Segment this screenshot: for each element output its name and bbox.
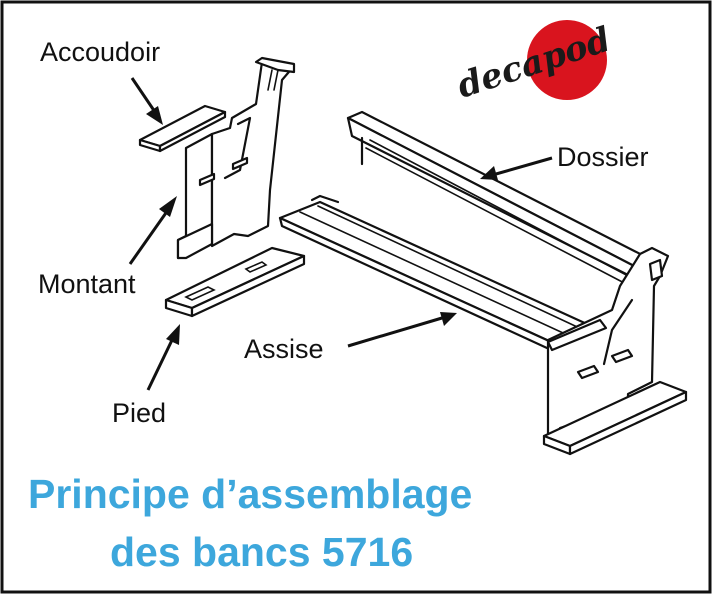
label-dossier: Dossier <box>557 142 649 172</box>
backrest-part <box>346 110 654 287</box>
title-line-2: des bancs 5716 <box>110 529 413 575</box>
seat-part <box>278 194 602 356</box>
title-line-1: Principe d’assemblage <box>28 471 472 517</box>
label-pied: Pied <box>112 398 166 428</box>
arrow-assise <box>347 312 457 348</box>
armrest-part <box>138 104 227 153</box>
label-accoudoir: Accoudoir <box>40 37 160 67</box>
arrow-montant <box>128 196 177 265</box>
bench-right-end <box>542 246 688 456</box>
decapod-logo: decapod <box>452 20 615 107</box>
label-assise: Assise <box>244 334 324 364</box>
logo-red-disc <box>527 20 607 100</box>
arrow-dossier <box>480 156 553 180</box>
foot-part <box>164 246 306 318</box>
logo-text: decapod <box>452 20 615 107</box>
arrow-accoudoir <box>130 77 163 125</box>
arrow-pied <box>146 324 180 391</box>
upright-part <box>176 56 296 260</box>
label-montant: Montant <box>38 269 136 299</box>
